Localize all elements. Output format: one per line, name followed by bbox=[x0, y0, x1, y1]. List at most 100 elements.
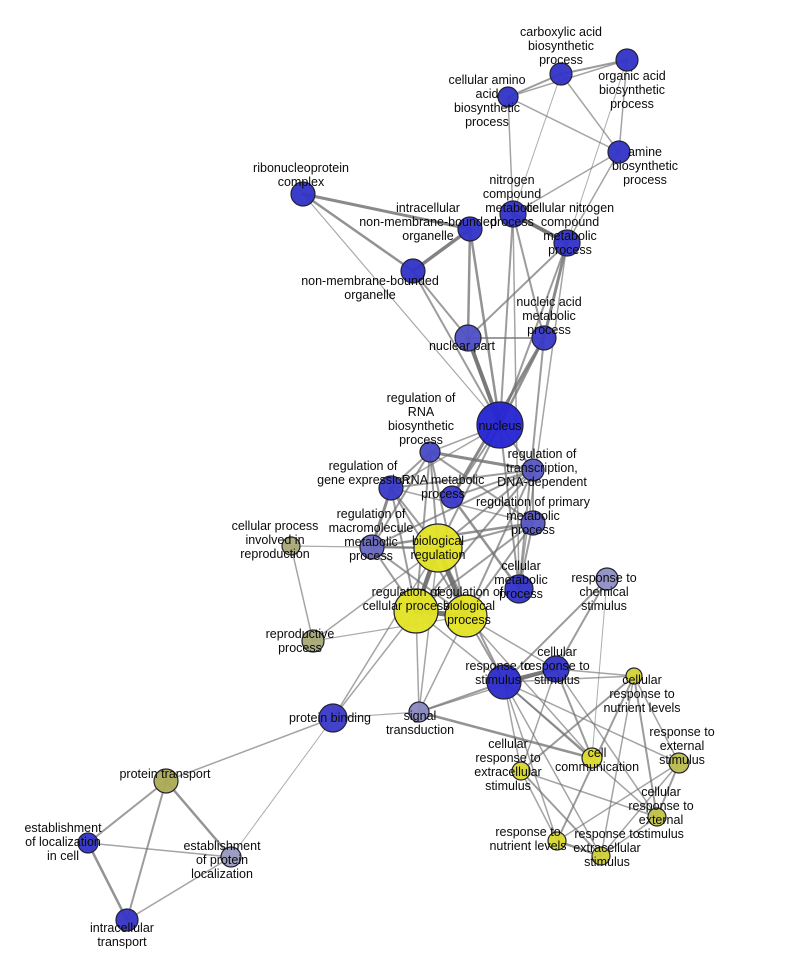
node-reg_rna[interactable] bbox=[419, 441, 441, 463]
graph-edge bbox=[633, 675, 680, 764]
node-nuclear_part[interactable] bbox=[454, 324, 482, 352]
graph-edge bbox=[428, 450, 535, 472]
node-nucleus[interactable] bbox=[476, 401, 524, 449]
node-est_prot[interactable] bbox=[220, 846, 242, 868]
graph-edge bbox=[468, 227, 502, 427]
graph-edge bbox=[415, 469, 534, 612]
graph-edge bbox=[555, 668, 593, 759]
node-resp_extra[interactable] bbox=[591, 846, 611, 866]
graph-edge bbox=[520, 770, 602, 857]
node-resp_nutr[interactable] bbox=[547, 831, 567, 851]
graph-edge bbox=[412, 270, 501, 426]
node-reg_cell[interactable] bbox=[393, 588, 439, 634]
graph-edge bbox=[418, 668, 557, 713]
node-intra_nmbo[interactable] bbox=[457, 216, 483, 242]
node-cell_resp_nutr[interactable] bbox=[625, 667, 643, 685]
node-nitrogen[interactable] bbox=[499, 200, 527, 228]
graph-edge bbox=[465, 615, 593, 759]
label-prot_bind: protein binding bbox=[289, 711, 371, 725]
node-rna_met[interactable] bbox=[440, 485, 464, 509]
node-resp_stim[interactable] bbox=[486, 664, 522, 700]
node-bioreg[interactable] bbox=[413, 523, 463, 573]
node-cell_nitrogen[interactable] bbox=[553, 229, 581, 257]
graph-edge bbox=[417, 710, 594, 760]
graph-edge bbox=[503, 681, 658, 818]
node-cell_resp_ext[interactable] bbox=[647, 807, 667, 827]
node-cell_comm[interactable] bbox=[581, 747, 603, 769]
graph-edge bbox=[466, 227, 472, 340]
graph-edge bbox=[467, 242, 568, 339]
node-ribo[interactable] bbox=[290, 181, 316, 207]
node-prot_bind[interactable] bbox=[318, 703, 348, 733]
node-sig_trans[interactable] bbox=[408, 701, 430, 723]
node-nucleic[interactable] bbox=[531, 325, 557, 351]
graph-edge bbox=[499, 213, 514, 426]
node-cell_amino[interactable] bbox=[497, 86, 519, 108]
node-resp_chem[interactable] bbox=[595, 567, 619, 591]
graph-edge bbox=[415, 522, 534, 612]
node-repro[interactable] bbox=[301, 629, 325, 653]
node-cell_resp[interactable] bbox=[542, 655, 570, 683]
node-est_loc[interactable] bbox=[77, 832, 99, 854]
node-intra_trans[interactable] bbox=[115, 908, 139, 932]
node-reg_macro[interactable] bbox=[359, 534, 385, 560]
graph-edge bbox=[556, 762, 680, 842]
node-cpr[interactable] bbox=[281, 536, 301, 556]
node-cell_resp_extra[interactable] bbox=[511, 761, 531, 781]
graph-edge bbox=[600, 762, 680, 857]
graph-edge bbox=[87, 780, 167, 844]
node-prot_trans[interactable] bbox=[153, 768, 179, 794]
graph-edge bbox=[520, 770, 658, 818]
graph-edge bbox=[332, 547, 439, 719]
graph-edge bbox=[312, 547, 439, 642]
graph-edge bbox=[390, 469, 534, 489]
node-reg_gene[interactable] bbox=[378, 475, 404, 501]
graph-edge bbox=[126, 780, 167, 921]
graph-edge bbox=[507, 96, 514, 215]
graph-edge bbox=[520, 668, 557, 772]
graph-edge bbox=[301, 192, 472, 231]
node-organic[interactable] bbox=[615, 48, 639, 72]
graph-edge bbox=[164, 779, 233, 859]
node-amine[interactable] bbox=[607, 140, 631, 164]
node-reg_primary[interactable] bbox=[520, 510, 546, 536]
graph-edge bbox=[418, 547, 439, 713]
graph-edge bbox=[600, 816, 658, 857]
label-nuclear_part: nuclear part bbox=[429, 339, 496, 353]
graph-edge bbox=[126, 856, 232, 921]
graph-edge bbox=[230, 717, 334, 858]
node-reg_tx[interactable] bbox=[521, 458, 545, 482]
node-carboxylic[interactable] bbox=[549, 62, 573, 86]
node-cell_met[interactable] bbox=[504, 574, 534, 604]
graph-edge bbox=[302, 193, 501, 426]
node-nmbo[interactable] bbox=[400, 258, 426, 284]
graph-edge bbox=[555, 668, 658, 818]
node-reg_bio[interactable] bbox=[444, 594, 488, 638]
label-prot_trans: protein transport bbox=[119, 767, 211, 781]
node-resp_ext[interactable] bbox=[668, 752, 690, 774]
